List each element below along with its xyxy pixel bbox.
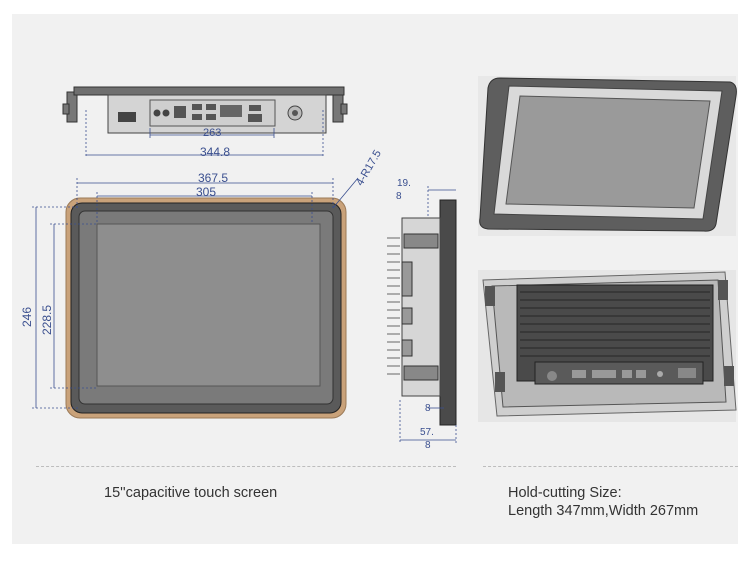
vga-port	[220, 105, 242, 117]
right-caption-line1: Hold-cutting Size:	[508, 485, 622, 501]
front-screen	[96, 223, 321, 387]
usb-port-1	[192, 104, 202, 110]
power-port	[118, 112, 136, 122]
side-connector-1	[401, 261, 413, 297]
lan-port	[174, 106, 186, 118]
dim-side-top: 19.	[397, 178, 411, 189]
dim-screen-width: 305	[196, 185, 217, 199]
dim-side-depth: 57.	[420, 427, 434, 438]
side-clip-bottom	[403, 365, 439, 381]
audio-jack-1	[153, 109, 161, 117]
com-port	[248, 114, 262, 122]
side-connector-3	[401, 339, 413, 357]
right-caption-line2: Length 347mm,Width 267mm	[508, 503, 699, 519]
usb-port-2	[192, 114, 202, 120]
left-divider-rule	[36, 466, 456, 467]
hdmi-port	[249, 105, 261, 111]
left-caption: 15''capacitive touch screen	[104, 485, 278, 501]
usb-port-3	[206, 104, 216, 110]
dim-side-depth-decimal: 8	[425, 440, 431, 451]
right-divider-rule	[483, 466, 738, 467]
side-connector-2	[401, 307, 413, 325]
dim-side-mid: 8	[425, 403, 431, 414]
heatsink-fins	[387, 237, 400, 375]
dim-cutout-width: 263	[203, 127, 222, 139]
audio-jack-2	[162, 109, 170, 117]
dim-outer-width: 367.5	[198, 171, 229, 185]
dim-side-top-decimal: 8	[396, 191, 402, 202]
dim-rear-width: 344.8	[200, 145, 231, 159]
side-clip-top	[403, 233, 439, 249]
left-mount-clip	[62, 91, 78, 123]
usb-port-4	[206, 114, 216, 120]
